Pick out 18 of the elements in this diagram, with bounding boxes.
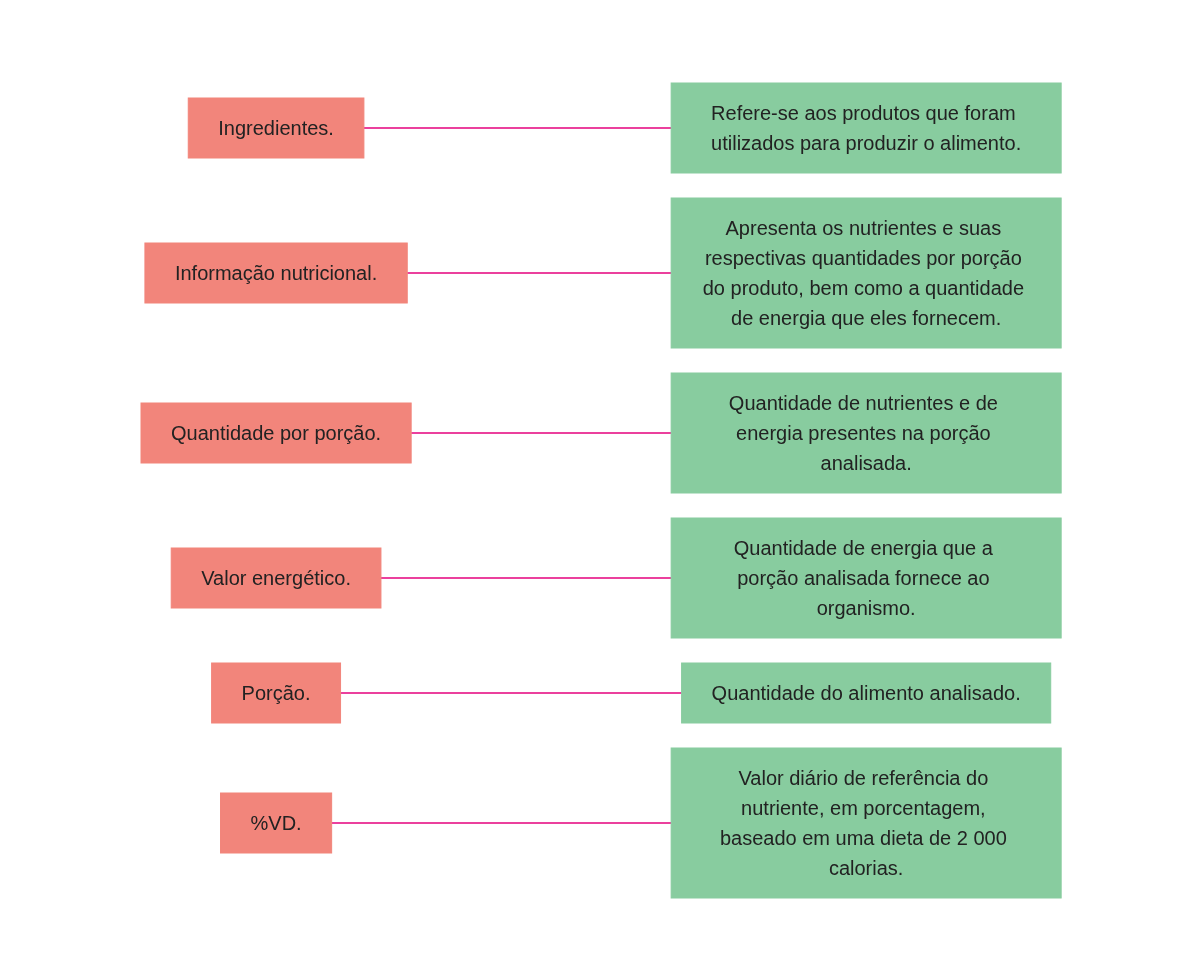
connector bbox=[410, 431, 672, 434]
node-box: Informação nutricional. bbox=[144, 242, 408, 303]
connector bbox=[330, 821, 672, 824]
node-box: Valor energético. bbox=[170, 547, 382, 608]
node-box: %VD. bbox=[219, 792, 333, 853]
node-box: Quantidade de energia que a porção analisada fornece ao organismo. bbox=[670, 517, 1062, 638]
node-box: Quantidade de nutrientes e de energia presentes na porção analisada. bbox=[670, 372, 1062, 493]
connector bbox=[363, 126, 672, 129]
connector bbox=[380, 576, 672, 579]
node-box: Quantidade por porção. bbox=[140, 402, 412, 463]
node-box: Apresenta os nutrientes e suas respectivas quantidades por porção do produto, bem como a quantidade de energia que eles fornecem. bbox=[670, 197, 1062, 348]
node-box: Ingredientes. bbox=[187, 97, 365, 158]
connector bbox=[339, 691, 683, 694]
node-box: Quantidade do alimento analisado. bbox=[681, 662, 1052, 723]
connector bbox=[406, 271, 672, 274]
node-box: Valor diário de referência do nutriente, em porcentagem, baseado em uma dieta de 2 000 calorias. bbox=[670, 747, 1062, 898]
node-box: Refere-se aos produtos que foram utilizados para produzir o alimento. bbox=[670, 82, 1062, 173]
node-box: Porção. bbox=[211, 662, 341, 723]
